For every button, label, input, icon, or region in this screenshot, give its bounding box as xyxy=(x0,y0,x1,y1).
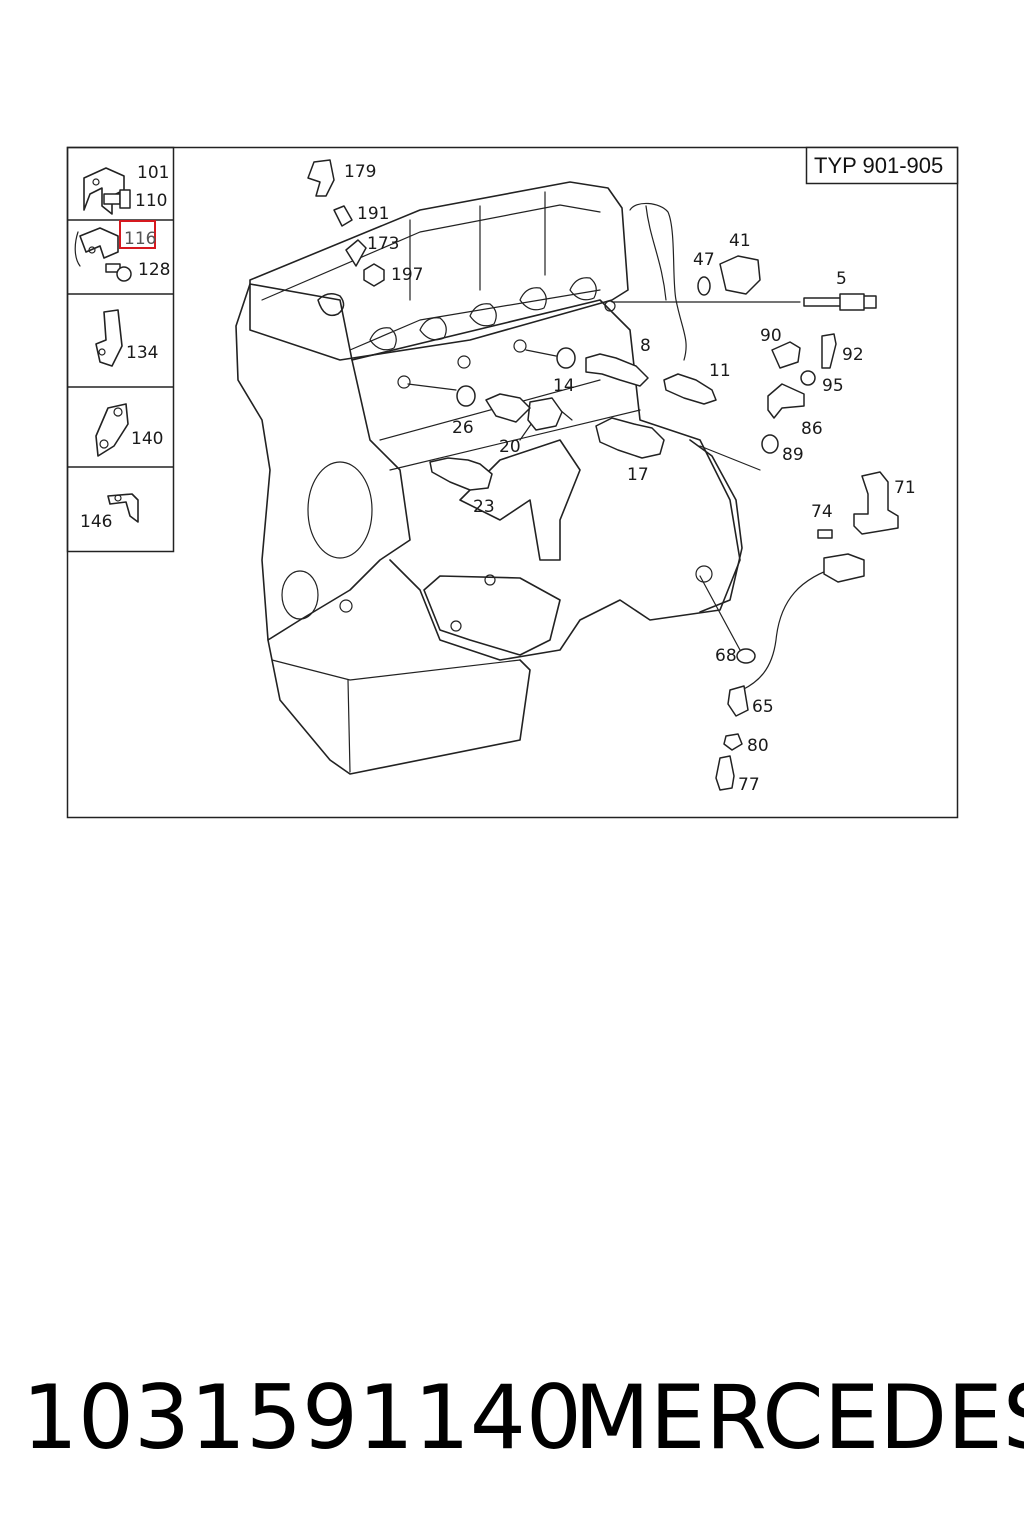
callout-90[interactable]: 90 xyxy=(760,326,782,346)
sidebar: 101 110 116 128 134 140 146 xyxy=(66,146,175,553)
callout-179[interactable]: 179 xyxy=(344,162,376,182)
part-20-icon xyxy=(485,393,563,431)
callout-41[interactable]: 41 xyxy=(729,231,751,251)
diagram-frame xyxy=(66,146,959,819)
part-17-icon xyxy=(595,417,665,459)
part-74-icon xyxy=(817,529,833,539)
part-41-icon xyxy=(719,255,761,295)
part-label-110[interactable]: 110 xyxy=(135,191,167,211)
part-95-icon xyxy=(800,370,816,386)
callout-80[interactable]: 80 xyxy=(747,736,769,756)
part-92-icon xyxy=(821,333,837,369)
callout-65[interactable]: 65 xyxy=(752,697,774,717)
brand-name: MERCEDES xyxy=(574,1366,1024,1469)
callout-17[interactable]: 17 xyxy=(627,465,649,485)
callout-74[interactable]: 74 xyxy=(811,502,833,522)
part-8-icon xyxy=(585,353,649,387)
part-179-icon xyxy=(307,159,335,197)
part-173-icon xyxy=(345,239,367,267)
callout-89[interactable]: 89 xyxy=(782,445,804,465)
bracket-146-icon xyxy=(107,493,139,523)
part-label-146[interactable]: 146 xyxy=(80,512,112,532)
callout-68[interactable]: 68 xyxy=(715,646,737,666)
callout-23[interactable]: 23 xyxy=(473,497,495,517)
part-number: 1031591140 xyxy=(22,1366,582,1469)
part-47-icon xyxy=(697,276,711,296)
part-86-icon xyxy=(767,383,805,419)
callouts: 179 191 173 197 47 41 5 8 14 11 26 20 90… xyxy=(344,162,916,795)
part-label-116[interactable]: 116 xyxy=(124,229,156,249)
part-14-icon xyxy=(556,347,576,369)
callout-5[interactable]: 5 xyxy=(836,269,847,289)
part-197-icon xyxy=(363,263,385,287)
callout-8[interactable]: 8 xyxy=(640,336,651,356)
leader-lines xyxy=(407,301,801,651)
part-65-icon xyxy=(727,685,749,717)
highlight-box xyxy=(119,220,156,249)
part-191-icon xyxy=(333,205,353,227)
callout-71[interactable]: 71 xyxy=(894,478,916,498)
parts-illustrations xyxy=(307,159,899,791)
callout-14[interactable]: 14 xyxy=(553,376,575,396)
callout-77[interactable]: 77 xyxy=(738,775,760,795)
callout-191[interactable]: 191 xyxy=(357,204,389,224)
part-label-101[interactable]: 101 xyxy=(137,163,169,183)
part-11-icon xyxy=(663,373,717,405)
part-77-icon xyxy=(715,755,735,791)
part-71-icon xyxy=(853,471,899,535)
part-5-icon xyxy=(803,293,877,311)
callout-26[interactable]: 26 xyxy=(452,418,474,438)
bracket-140-icon xyxy=(95,403,129,457)
callout-92[interactable]: 92 xyxy=(842,345,864,365)
part-89-icon xyxy=(761,434,779,454)
part-label-128[interactable]: 128 xyxy=(138,260,170,280)
part-label-134[interactable]: 134 xyxy=(126,343,158,363)
type-box: TYP 901-905 xyxy=(805,146,959,185)
part-26-icon xyxy=(456,385,476,407)
type-label: TYP 901-905 xyxy=(814,153,943,178)
bracket-101-icon xyxy=(83,167,131,215)
part-68-icon xyxy=(736,648,756,664)
callout-197[interactable]: 197 xyxy=(391,265,423,285)
callout-86[interactable]: 86 xyxy=(801,419,823,439)
callout-173[interactable]: 173 xyxy=(367,234,399,254)
footer: 1031591140 MERCEDES xyxy=(0,1368,1024,1478)
callout-47[interactable]: 47 xyxy=(693,250,715,270)
bracket-116-icon xyxy=(74,227,132,282)
part-23-icon xyxy=(429,457,493,491)
bracket-134-icon xyxy=(95,309,123,367)
part-65-wire xyxy=(741,565,841,691)
part-80-icon xyxy=(723,733,743,751)
part-label-140[interactable]: 140 xyxy=(131,429,163,449)
part-90-icon xyxy=(771,341,801,369)
callout-95[interactable]: 95 xyxy=(822,376,844,396)
part-65-connector-icon xyxy=(823,553,865,583)
callout-20[interactable]: 20 xyxy=(499,437,521,457)
callout-11[interactable]: 11 xyxy=(709,361,731,381)
